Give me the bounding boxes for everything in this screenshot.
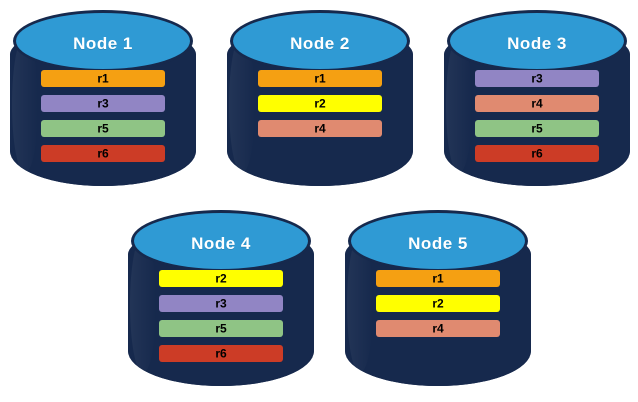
database-node-cylinder[interactable]: Node 2 r1 r2 r4 (227, 8, 413, 194)
cylinder-top-disc: Node 2 (230, 10, 410, 72)
replica-bar-list: r1 r2 r4 (376, 270, 500, 337)
replica-label: r3 (531, 71, 543, 85)
replica-label: r1 (97, 71, 109, 85)
replica-bar-list: r3 r4 r5 r6 (475, 70, 599, 162)
replica-label: r2 (432, 296, 444, 310)
database-node-cylinder[interactable]: Node 5 r1 r2 r4 (345, 208, 531, 394)
replica-label: r6 (531, 146, 543, 160)
cylinder-top-disc: Node 4 (131, 210, 311, 272)
replica-label: r5 (97, 121, 109, 135)
cylinder-top-disc: Node 1 (13, 10, 193, 72)
replica-label: r2 (215, 271, 227, 285)
replica-bar[interactable]: r6 (41, 145, 165, 162)
replica-label: r1 (432, 271, 444, 285)
replica-bar-list: r1 r3 r5 r6 (41, 70, 165, 162)
replica-bar[interactable]: r5 (41, 120, 165, 137)
replica-label: r1 (314, 71, 326, 85)
database-node-cylinder[interactable]: Node 3 r3 r4 r5 r6 (444, 8, 630, 194)
replica-bar[interactable]: r4 (475, 95, 599, 112)
replica-bar[interactable]: r4 (376, 320, 500, 337)
replica-bar[interactable]: r1 (376, 270, 500, 287)
node-label: Node 4 (191, 234, 251, 253)
cylinder-top-disc: Node 5 (348, 210, 528, 272)
replica-label: r4 (531, 96, 543, 110)
replica-bar[interactable]: r2 (376, 295, 500, 312)
replica-label: r2 (314, 96, 326, 110)
replica-bar-list: r2 r3 r5 r6 (159, 270, 283, 362)
replica-bar[interactable]: r1 (41, 70, 165, 87)
replica-bar-list: r1 r2 r4 (258, 70, 382, 137)
node-label: Node 5 (408, 234, 468, 253)
replica-label: r6 (97, 146, 109, 160)
replica-bar[interactable]: r2 (159, 270, 283, 287)
database-node-cylinder[interactable]: Node 4 r2 r3 r5 r6 (128, 208, 314, 394)
replica-label: r5 (531, 121, 543, 135)
replica-label: r6 (215, 346, 227, 360)
replica-label: r3 (97, 96, 109, 110)
replica-bar[interactable]: r5 (159, 320, 283, 337)
cylinder-top-disc: Node 3 (447, 10, 627, 72)
replica-bar[interactable]: r6 (475, 145, 599, 162)
replica-bar[interactable]: r3 (41, 95, 165, 112)
replica-bar[interactable]: r1 (258, 70, 382, 87)
replica-label: r4 (314, 121, 326, 135)
replica-label: r3 (215, 296, 227, 310)
node-label: Node 3 (507, 34, 567, 53)
database-node-cylinder[interactable]: Node 1 r1 r3 r5 r6 (10, 8, 196, 194)
replica-bar[interactable]: r6 (159, 345, 283, 362)
replica-bar[interactable]: r3 (475, 70, 599, 87)
replica-bar[interactable]: r3 (159, 295, 283, 312)
replica-bar[interactable]: r4 (258, 120, 382, 137)
node-label: Node 1 (73, 34, 133, 53)
replica-bar[interactable]: r2 (258, 95, 382, 112)
replica-label: r5 (215, 321, 227, 335)
replica-label: r4 (432, 321, 444, 335)
node-label: Node 2 (290, 34, 350, 53)
replica-bar[interactable]: r5 (475, 120, 599, 137)
